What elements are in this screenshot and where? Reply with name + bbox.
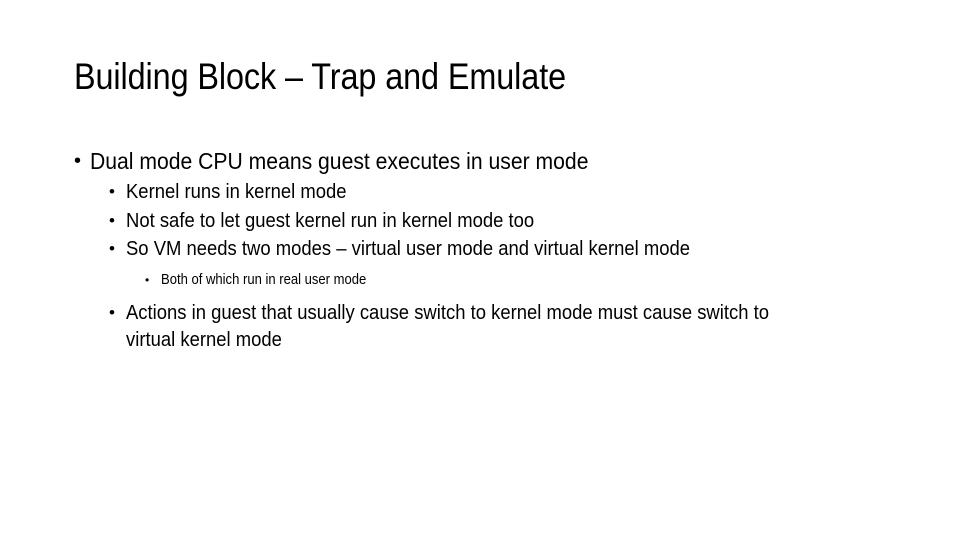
bullet-text: Both of which run in real user mode [161,271,367,288]
bullet-text: Kernel runs in kernel mode [126,180,347,203]
bullet-item-level3: • Both of which run in real user mode [145,269,960,291]
bullet-glyph-icon: • [145,272,150,287]
bullet-item-level1: • Dual mode CPU means guest executes in … [74,146,960,176]
bullet-item-level2: • So VM needs two modes – virtual user m… [109,235,960,264]
bullet-text: Dual mode CPU means guest executes in us… [90,148,589,174]
bullet-item-level2: • Not safe to let guest kernel run in ke… [109,207,960,236]
bullet-glyph-icon: • [109,239,115,258]
bullet-item-level2: • Kernel runs in kernel mode [109,178,960,207]
slide-body: • Dual mode CPU means guest executes in … [0,146,960,353]
bullet-glyph-icon: • [109,302,115,322]
bullet-text: So VM needs two modes – virtual user mod… [126,237,691,260]
page-title: Building Block – Trap and Emulate [74,56,567,97]
bullet-text: Actions in guest that usually cause swit… [126,300,769,351]
bullet-glyph-icon: • [74,150,82,172]
bullet-item-level2: • Actions in guest that usually cause sw… [109,299,960,353]
bullet-text: Not safe to let guest kernel run in kern… [126,208,535,232]
bullet-glyph-icon: • [109,182,115,201]
bullet-glyph-icon: • [109,210,115,230]
